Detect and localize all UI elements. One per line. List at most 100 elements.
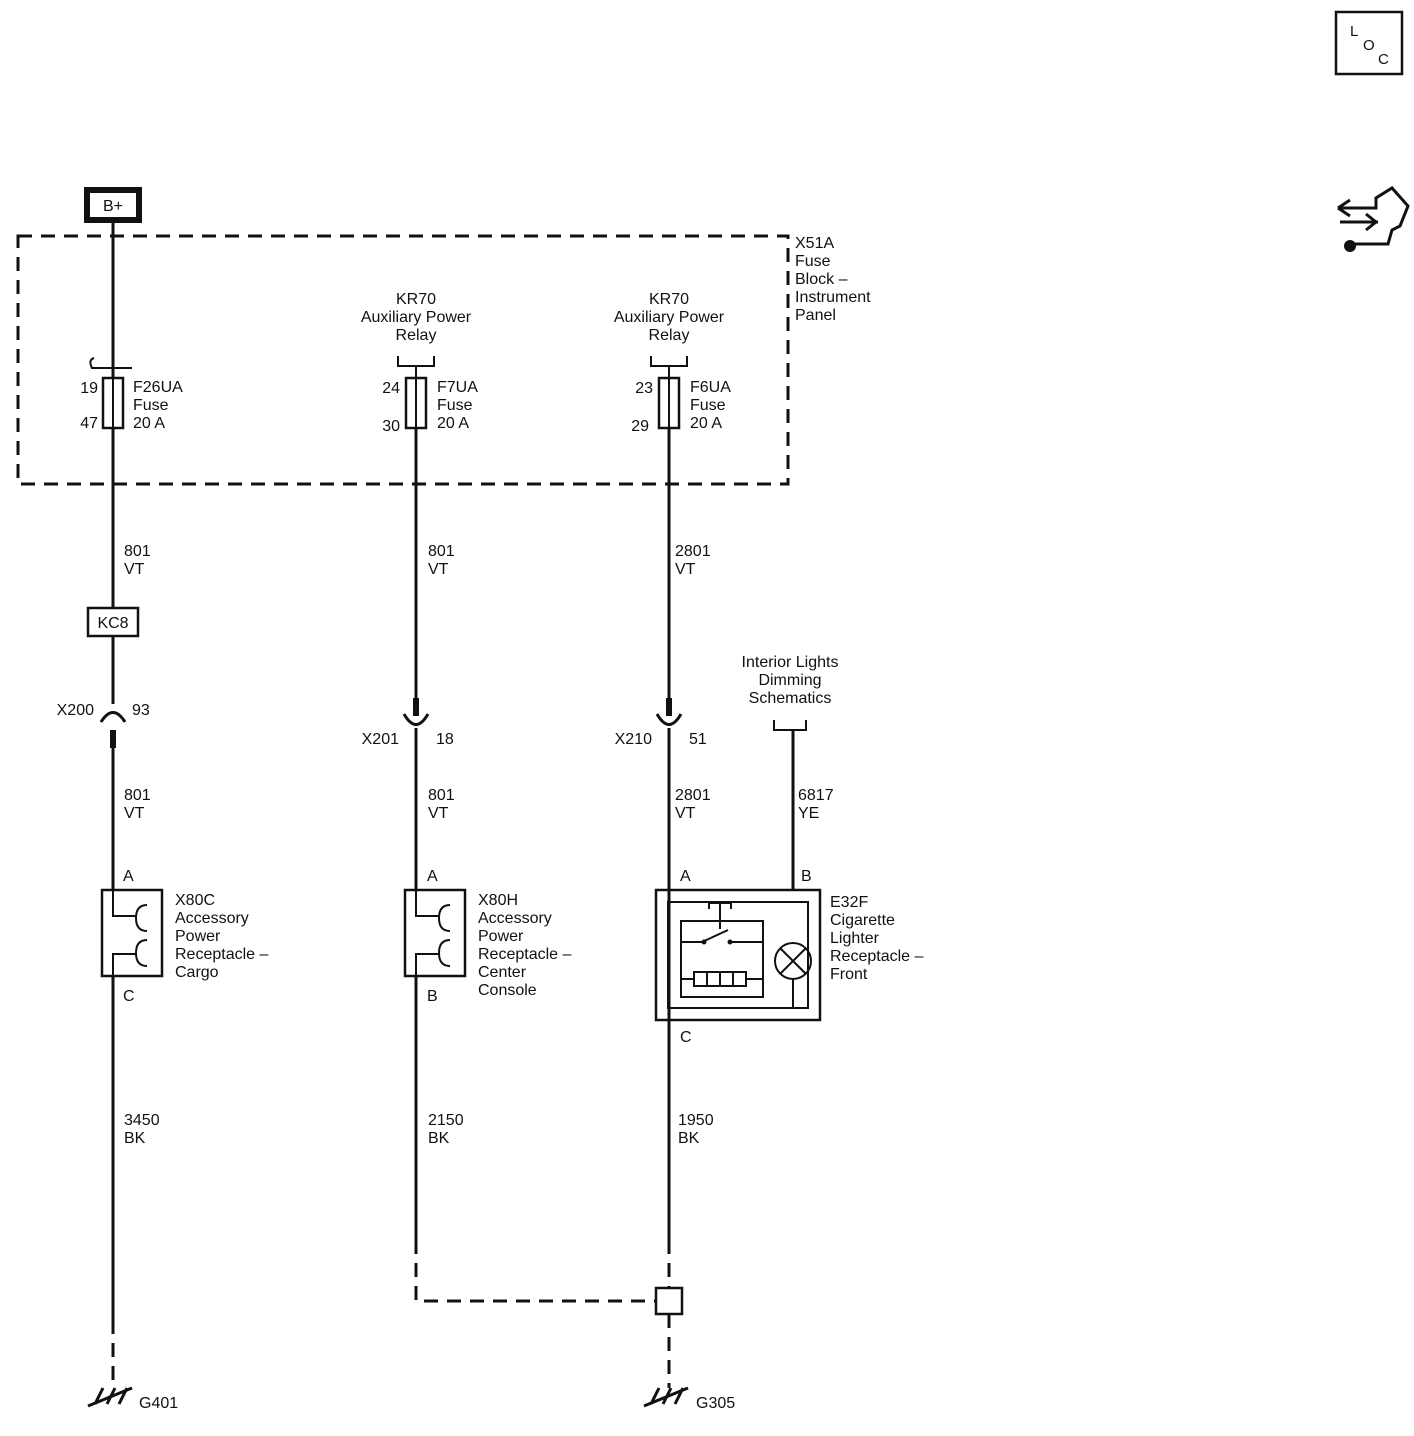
connector-x210[interactable] bbox=[655, 698, 683, 726]
svg-text:Accessory: Accessory bbox=[175, 910, 249, 927]
svg-text:3450: 3450 bbox=[124, 1112, 160, 1129]
fuse-f6ua-label: F6UA Fuse 20 A bbox=[690, 379, 731, 432]
connector-x201-name: X201 bbox=[362, 731, 399, 748]
ground-g305-label: G305 bbox=[696, 1395, 735, 1412]
svg-text:KR70: KR70 bbox=[396, 291, 436, 308]
wire-c1-upper-label: 801 VT bbox=[124, 543, 151, 578]
dimming-connector bbox=[773, 720, 807, 731]
connector-x200[interactable] bbox=[99, 711, 127, 749]
svg-text:Receptacle –: Receptacle – bbox=[175, 946, 268, 963]
svg-text:Relay: Relay bbox=[396, 327, 437, 344]
svg-text:X80C: X80C bbox=[175, 892, 215, 909]
fuse-f26ua-label: F26UA Fuse 20 A bbox=[133, 379, 183, 432]
svg-text:Front: Front bbox=[830, 966, 868, 983]
x80c-pin-a: A bbox=[123, 868, 134, 885]
loc-letter-l: L bbox=[1350, 23, 1358, 40]
relay-kr70-a-label: KR70 Auxiliary Power Relay bbox=[361, 291, 472, 344]
fuse-f7ua-pin-out: 30 bbox=[382, 418, 400, 435]
svg-text:20 A: 20 A bbox=[133, 415, 165, 432]
connector-x210-name: X210 bbox=[615, 731, 652, 748]
svg-text:VT: VT bbox=[124, 561, 145, 578]
connector-x200-pin: 93 bbox=[132, 702, 150, 719]
connector-x200-name: X200 bbox=[57, 702, 94, 719]
svg-text:801: 801 bbox=[124, 787, 151, 804]
svg-text:Accessory: Accessory bbox=[478, 910, 552, 927]
loc-letter-o: O bbox=[1363, 37, 1375, 54]
svg-text:KR70: KR70 bbox=[649, 291, 689, 308]
fuse-f26ua-pin-out: 47 bbox=[80, 415, 98, 432]
wire-c3-upper-label: 2801 VT bbox=[675, 543, 711, 578]
svg-text:VT: VT bbox=[675, 805, 696, 822]
svg-text:Center: Center bbox=[478, 964, 527, 981]
svg-text:BK: BK bbox=[428, 1130, 450, 1147]
svg-text:F6UA: F6UA bbox=[690, 379, 731, 396]
cigarette-lighter-e32f[interactable] bbox=[654, 888, 822, 1022]
fuse-block-outline bbox=[16, 234, 790, 486]
wire-c1-ground-label: 3450 BK bbox=[124, 1112, 160, 1147]
svg-text:YE: YE bbox=[798, 805, 819, 822]
receptacle-x80c-label: X80C Accessory Power Receptacle – Cargo bbox=[175, 892, 268, 981]
svg-text:6817: 6817 bbox=[798, 787, 834, 804]
receptacle-x80h-label: X80H Accessory Power Receptacle – Center… bbox=[478, 892, 571, 999]
loc-letter-c: C bbox=[1378, 51, 1389, 68]
splice-pack-g305 bbox=[654, 1286, 684, 1316]
svg-text:Power: Power bbox=[478, 928, 524, 945]
fuse-block-label: X51A Fuse Block – Instrument Panel bbox=[795, 235, 871, 324]
x80c-pin-c: C bbox=[123, 988, 135, 1005]
svg-text:Receptacle –: Receptacle – bbox=[478, 946, 571, 963]
svg-text:VT: VT bbox=[675, 561, 696, 578]
receptacle-x80h[interactable] bbox=[403, 888, 467, 978]
connector-repair-icon[interactable] bbox=[1337, 186, 1410, 252]
svg-text:Block –: Block – bbox=[795, 271, 848, 288]
ground-symbol-g305 bbox=[643, 1386, 689, 1408]
svg-text:Panel: Panel bbox=[795, 307, 836, 324]
relay-kr70-b-contact bbox=[650, 356, 688, 378]
svg-text:Auxiliary Power: Auxiliary Power bbox=[361, 309, 472, 326]
svg-text:Fuse: Fuse bbox=[437, 397, 473, 414]
wire-c2-ground-label: 2150 BK bbox=[428, 1112, 464, 1147]
svg-text:Console: Console bbox=[478, 982, 537, 999]
loc-icon[interactable]: L O C bbox=[1334, 10, 1404, 76]
svg-text:Fuse: Fuse bbox=[795, 253, 831, 270]
receptacle-x80c[interactable] bbox=[100, 888, 164, 978]
e32f-pin-a: A bbox=[680, 868, 691, 885]
svg-text:VT: VT bbox=[428, 561, 449, 578]
fuse-f7ua-pin-in: 24 bbox=[382, 380, 400, 397]
wire-c2-upper-label: 801 VT bbox=[428, 543, 455, 578]
fuse-f6ua-pin-in: 23 bbox=[635, 380, 653, 397]
svg-text:20 A: 20 A bbox=[437, 415, 469, 432]
svg-text:Power: Power bbox=[175, 928, 221, 945]
svg-text:Schematics: Schematics bbox=[749, 690, 832, 707]
connector-x201-pin: 18 bbox=[436, 731, 454, 748]
fuse-f26ua-pin-in: 19 bbox=[80, 380, 98, 397]
relay-kr70-b-label: KR70 Auxiliary Power Relay bbox=[614, 291, 725, 344]
e32f-pin-b: B bbox=[801, 868, 812, 885]
relay-kr70-a-contact bbox=[397, 356, 435, 378]
svg-text:X80H: X80H bbox=[478, 892, 518, 909]
x80h-pin-b: B bbox=[427, 988, 438, 1005]
svg-text:Fuse: Fuse bbox=[690, 397, 726, 414]
wire-c2-mid-label: 801 VT bbox=[428, 787, 455, 822]
bus-bar-c1 bbox=[89, 357, 132, 369]
svg-text:Auxiliary Power: Auxiliary Power bbox=[614, 309, 725, 326]
ground-g401-label: G401 bbox=[139, 1395, 178, 1412]
b-plus-label: B+ bbox=[103, 198, 123, 215]
svg-text:BK: BK bbox=[678, 1130, 700, 1147]
svg-text:2801: 2801 bbox=[675, 543, 711, 560]
svg-text:VT: VT bbox=[428, 805, 449, 822]
svg-text:801: 801 bbox=[124, 543, 151, 560]
connector-x201[interactable] bbox=[402, 698, 430, 726]
svg-text:VT: VT bbox=[124, 805, 145, 822]
svg-text:F7UA: F7UA bbox=[437, 379, 478, 396]
svg-text:801: 801 bbox=[428, 787, 455, 804]
svg-text:Receptacle –: Receptacle – bbox=[830, 948, 923, 965]
cigarette-lighter-e32f-label: E32F Cigarette Lighter Receptacle – Fron… bbox=[830, 894, 923, 983]
ground-symbol-g401 bbox=[87, 1386, 133, 1408]
wire-c3-mid-label: 2801 VT bbox=[675, 787, 711, 822]
dimming-schematic-ref[interactable]: Interior Lights Dimming Schematics bbox=[742, 654, 839, 707]
svg-text:BK: BK bbox=[124, 1130, 146, 1147]
svg-text:Lighter: Lighter bbox=[830, 930, 880, 947]
svg-text:Interior Lights: Interior Lights bbox=[742, 654, 839, 671]
svg-text:801: 801 bbox=[428, 543, 455, 560]
fuse-f7ua-label: F7UA Fuse 20 A bbox=[437, 379, 478, 432]
